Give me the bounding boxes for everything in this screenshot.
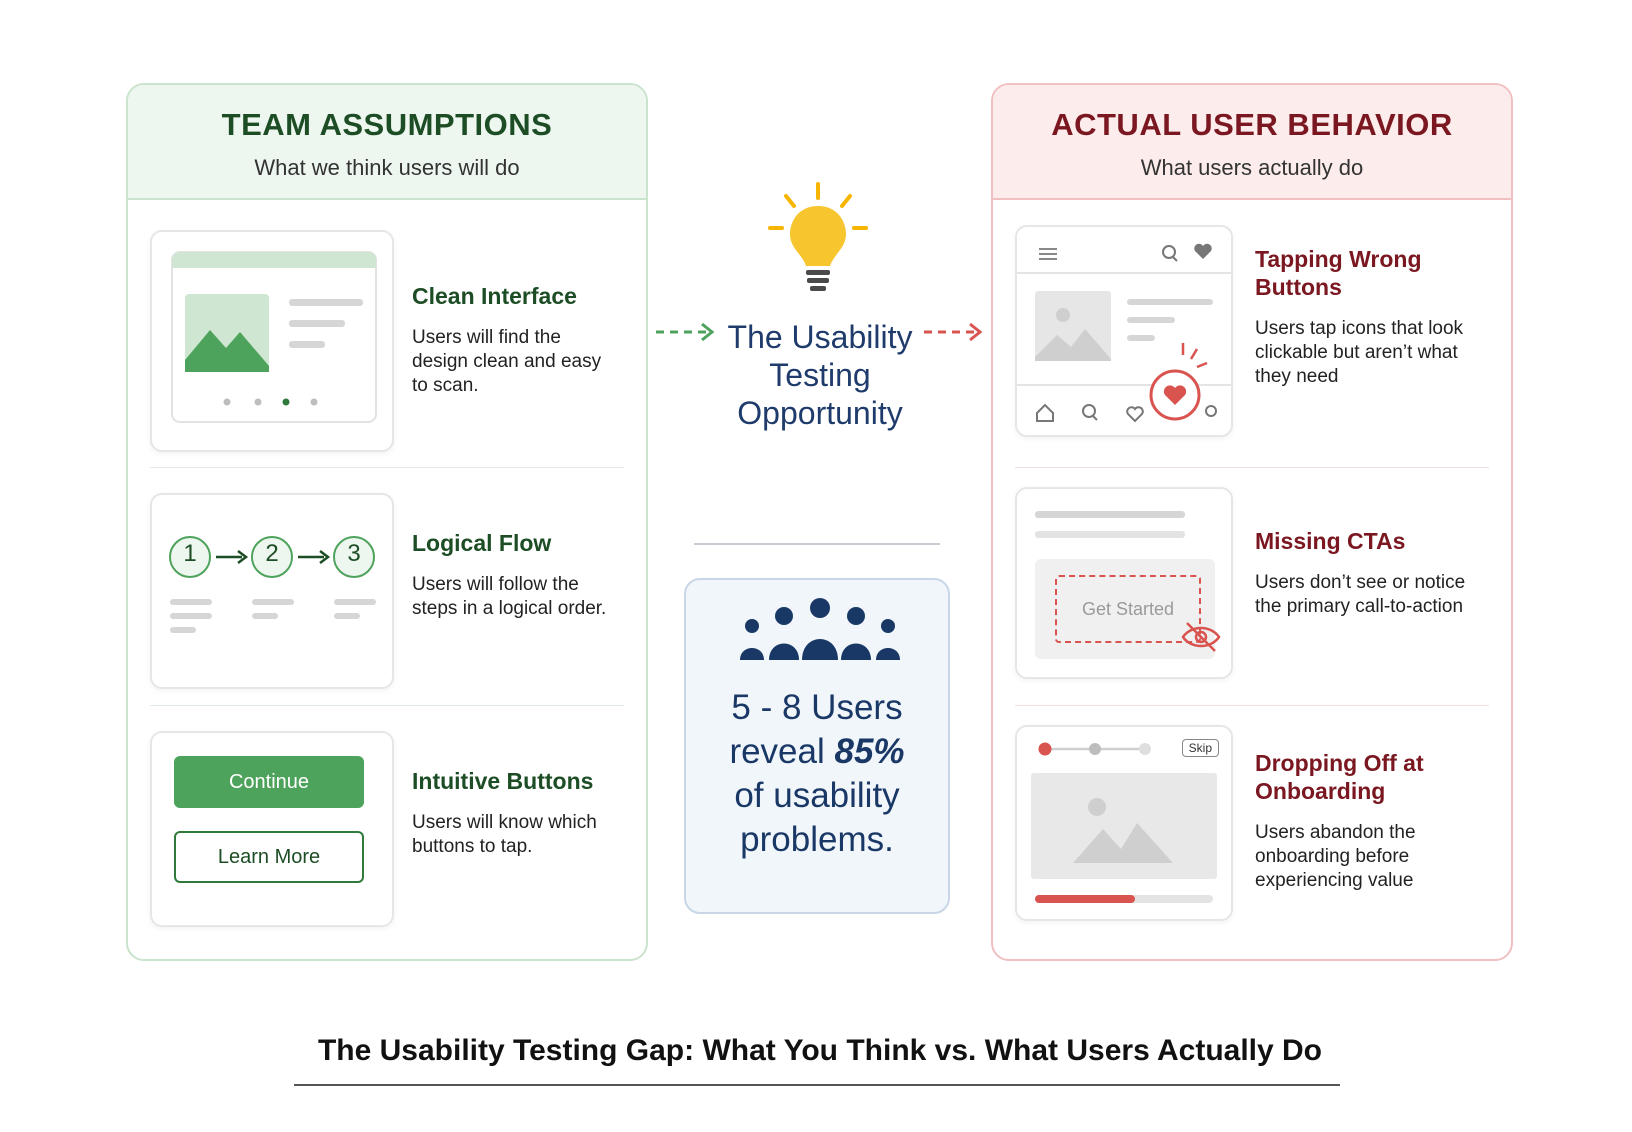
actual-user-behavior-title: ACTUAL USER BEHAVIOR: [1051, 107, 1453, 142]
behavior-tapping-wrong-buttons: Tapping Wrong Buttons Users tap icons th…: [1015, 225, 1489, 437]
team-assumptions-subtitle: What we think users will do: [254, 155, 520, 180]
actual-user-behavior-panel: ACTUAL USER BEHAVIOR What users actually…: [991, 83, 1513, 961]
tapping-wrong-buttons-title: Tapping Wrong Buttons: [1255, 246, 1422, 300]
stat-percent: 85%: [834, 732, 905, 771]
users-stat-box: 5 - 8 Users reveal 85% of usability prob…: [684, 578, 950, 914]
behavior-missing-ctas: Get Started Missing CTAs Users don’t see…: [1015, 487, 1489, 679]
browser-window-icon: [171, 251, 377, 423]
numbered-steps-icon: [169, 536, 376, 633]
team-assumptions-title: TEAM ASSUMPTIONS: [221, 107, 553, 142]
clean-interface-desc: Users will find the design clean and eas…: [412, 327, 602, 396]
stat-problems: problems.: [740, 820, 894, 859]
team-assumptions-header: TEAM ASSUMPTIONS What we think users wil…: [128, 85, 646, 200]
stat-users-range: 5 - 8 Users: [731, 688, 903, 727]
intuitive-buttons-desc: Users will know which buttons to tap.: [412, 812, 597, 857]
stat-reveal-word: reveal: [729, 732, 825, 771]
get-started-button[interactable]: Get Started: [1055, 575, 1201, 643]
clean-interface-title: Clean Interface: [412, 283, 577, 309]
red-dashed-arrow-icon: [924, 322, 983, 342]
continue-button[interactable]: Continue: [174, 756, 364, 808]
missing-ctas-title: Missing CTAs: [1255, 528, 1406, 554]
assumption-logical-flow: 1 2 3 Logical Flow Users will follow the…: [150, 493, 624, 689]
logical-flow-mockup: 1 2 3: [150, 493, 394, 689]
actual-user-behavior-subtitle: What users actually do: [1140, 155, 1364, 180]
assumption-intuitive-buttons: Continue Learn More Intuitive Buttons Us…: [150, 731, 624, 927]
dropping-off-desc: Users abandon the onboarding before expe…: [1255, 822, 1416, 891]
green-dashed-arrow-icon: [656, 322, 715, 342]
cta-area: Get Started: [1035, 559, 1221, 659]
intuitive-buttons-mockup: Continue Learn More: [150, 731, 394, 927]
missing-ctas-desc: Users don’t see or notice the primary ca…: [1255, 572, 1466, 617]
usability-testing-opportunity-title: The Usability Testing Opportunity: [727, 319, 913, 431]
actual-user-behavior-header: ACTUAL USER BEHAVIOR What users actually…: [993, 85, 1511, 200]
users-stat-text: 5 - 8 Users reveal 85% of usability prob…: [686, 686, 948, 862]
behavior-dropping-off: Skip Dropping Off at Onboarding Users ab…: [1015, 725, 1489, 921]
logical-flow-title: Logical Flow: [412, 530, 552, 556]
lightbulb-icon: [768, 182, 868, 291]
phone-app-icon: [1017, 243, 1231, 423]
eye-slash-icon: [1181, 622, 1221, 652]
figure-caption: The Usability Testing Gap: What You Thin…: [317, 1034, 1323, 1067]
center-divider: [694, 543, 940, 545]
logical-flow-desc: Users will follow the steps in a logical…: [412, 574, 607, 619]
wrong-buttons-mockup: [1015, 225, 1233, 437]
step-1-label: 1: [183, 540, 197, 567]
intuitive-buttons-title: Intuitive Buttons: [412, 768, 594, 794]
text-lines-placeholder: [1035, 511, 1185, 538]
skip-button[interactable]: Skip: [1181, 739, 1219, 757]
dropping-off-title: Dropping Off at Onboarding: [1255, 750, 1424, 804]
stat-reveal-line: reveal 85%: [686, 730, 948, 774]
tapping-wrong-buttons-desc: Users tap icons that look clickable but …: [1255, 318, 1464, 387]
missing-cta-mockup: Get Started: [1015, 487, 1233, 679]
step-3-label: 3: [347, 540, 361, 567]
learn-more-button[interactable]: Learn More: [174, 831, 364, 883]
users-group-icon: [740, 598, 900, 660]
caption-underline: [294, 1084, 1340, 1086]
onboarding-progress-icon: [1031, 742, 1217, 903]
divider: [1015, 705, 1489, 706]
clean-interface-mockup: [150, 230, 394, 452]
onboarding-mockup: Skip: [1015, 725, 1233, 921]
stat-of-usability: of usability: [734, 776, 900, 815]
divider: [1015, 467, 1489, 468]
step-2-label: 2: [265, 540, 279, 567]
divider: [150, 467, 624, 468]
divider: [150, 705, 624, 706]
team-assumptions-panel: TEAM ASSUMPTIONS What we think users wil…: [126, 83, 648, 961]
assumption-clean-interface: Clean Interface Users will find the desi…: [150, 230, 624, 452]
